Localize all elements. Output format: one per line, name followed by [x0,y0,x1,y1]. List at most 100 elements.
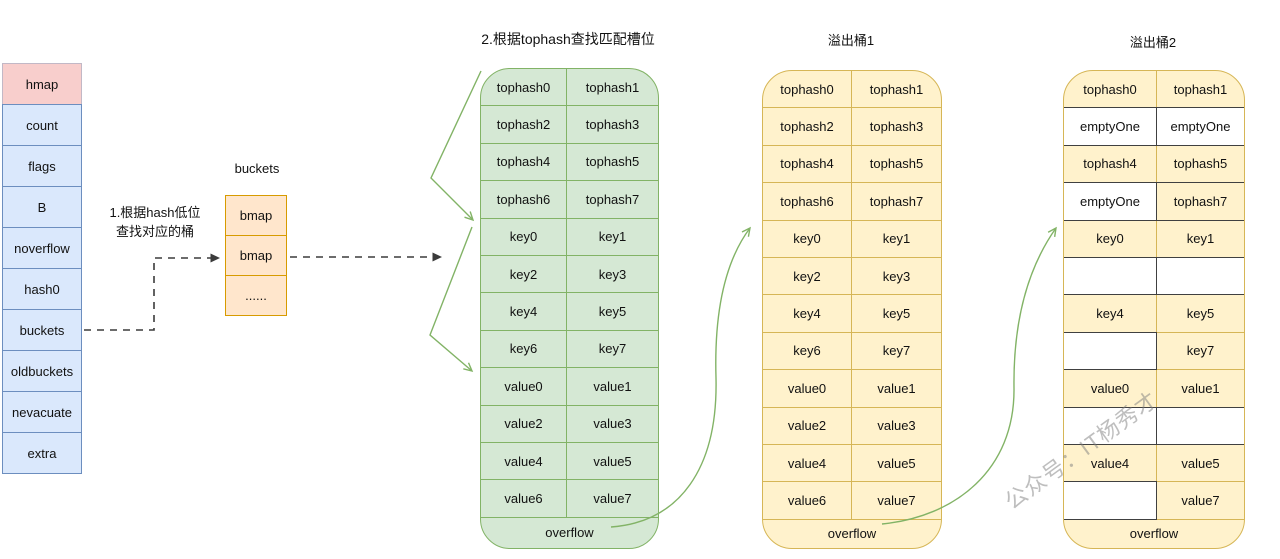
bucket-row: tophash4 tophash5 [1064,145,1244,184]
cell-value3: value3 [566,405,658,442]
hmap-field-oldbuckets: oldbuckets [2,350,82,392]
bucket-row: overflow [481,518,658,548]
cell-tophash4: tophash4 [496,154,551,170]
bucket-row: key0 key1 [1064,220,1244,258]
cell-key0: key0 [509,229,538,245]
cell-key0: key0 [1096,231,1124,247]
hmap-field-nevacuate: nevacuate [2,391,82,433]
cell-emptyOne: emptyOne [1064,182,1157,221]
cell-tophash1: tophash1 [851,71,941,108]
bucket-row: overflow [1064,520,1244,548]
cell-value5: value5 [1156,444,1244,482]
arrow-buckets-to-bmap [84,253,220,331]
bucket-row: value4 value5 [481,442,658,481]
cell-tophash5: tophash5 [566,143,658,181]
cell-value0: value0 [787,380,827,396]
step1-line2: 查找对应的桶 [115,224,194,239]
cell-tophash2: tophash2 [780,119,834,135]
cell-tophash2: tophash2 [496,117,551,133]
cell-key6: key6 [509,341,538,357]
cell-value0: value0 [1090,380,1130,396]
cell-key0: key0 [793,231,821,247]
bucket-row: value0 value1 [763,370,941,408]
bucket-row: tophash4 tophash5 [481,143,658,182]
step1-line1: 1.根据hash低位 [109,205,201,220]
cell-tophash5: tophash5 [1156,145,1244,183]
bmap-item: bmap [225,235,287,276]
hmap-field-buckets: buckets [2,309,82,351]
cell-key3: key3 [851,257,941,295]
cell-key4: key4 [509,304,538,320]
overflow-bucket-2-title: 溢出桶2 [1129,35,1177,50]
cell-value1: value1 [566,368,658,405]
hmap-header: hmap [2,63,82,105]
cell-value4: value4 [787,455,827,471]
bmap-item: bmap [225,195,287,236]
bucket-row: value2 value3 [763,407,941,445]
cell-tophash0: tophash0 [780,81,834,97]
cell-value6: value6 [504,490,543,506]
empty-cell [1156,406,1244,446]
cell-key5: key5 [851,295,941,332]
step1-annotation: 1.根据hash低位 查找对应的桶 [93,203,217,241]
cell-value1: value1 [1156,370,1244,407]
cell-overflow: overflow [1129,526,1179,542]
cell-tophash4: tophash4 [780,156,834,172]
cell-key6: key6 [793,343,821,359]
hmap-field-noverflow: noverflow [2,227,82,269]
cell-key7: key7 [1156,332,1244,370]
cell-value2: value2 [787,418,827,434]
bucket-row: overflow [763,520,941,548]
bucket-row [1064,406,1244,446]
bucket-row: tophash4 tophash5 [763,145,941,184]
bucket-row: tophash0 tophash1 [763,71,941,109]
cell-key1: key1 [1156,220,1244,257]
empty-cell [1156,256,1244,296]
hmap-field-extra: extra [2,432,82,474]
cell-value1: value1 [851,370,941,407]
cell-tophash7: tophash7 [1156,182,1244,221]
cell-tophash6: tophash6 [496,191,551,207]
bucket-row: value4 value5 [1064,444,1244,483]
cell-tophash3: tophash3 [851,108,941,145]
empty-cell [1064,481,1157,521]
cell-tophash4: tophash4 [1083,156,1137,172]
cell-value5: value5 [851,444,941,482]
hmap-field-count: count [2,104,82,146]
cell-key3: key3 [566,255,658,293]
cell-tophash5: tophash5 [851,145,941,183]
cell-value5: value5 [566,442,658,480]
cell-value4: value4 [504,453,543,469]
arrow-key-to-value [429,226,474,373]
cell-tophash1: tophash1 [566,69,658,106]
cell-value4: value4 [1090,455,1130,471]
bucket-row: value4 value5 [763,444,941,483]
cell-value7: value7 [1156,482,1244,519]
buckets-array-label: buckets [234,161,280,176]
cell-key7: key7 [851,332,941,370]
empty-cell [1064,256,1157,296]
bucket-row: key6 key7 [763,332,941,371]
bucket-row: key7 [1064,331,1244,371]
bucket-row: tophash2 tophash3 [763,108,941,146]
cell-key4: key4 [1096,306,1124,322]
step2-annotation: 2.根据tophash查找匹配槽位 [481,31,655,47]
cell-value3: value3 [851,407,941,444]
